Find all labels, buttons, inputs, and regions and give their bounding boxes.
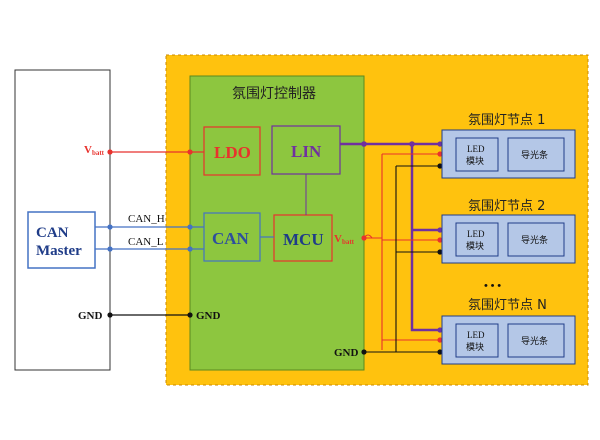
node-2-led-box bbox=[455, 222, 499, 257]
nodes-ellipsis: • • • bbox=[484, 280, 501, 292]
gnd-dot-left bbox=[107, 312, 113, 318]
mcu-block bbox=[273, 214, 333, 262]
node-1-guide-box bbox=[507, 137, 565, 172]
node-1-led-line2: 模块 bbox=[466, 155, 484, 167]
node-n-led-line2: 模块 bbox=[466, 341, 484, 353]
vbatt-label-main: V bbox=[84, 144, 92, 156]
can-l-dot-left bbox=[107, 246, 113, 252]
can-l-label: CAN_L bbox=[128, 236, 164, 248]
node-1-led-box bbox=[455, 137, 499, 172]
gnd-left-label: GND bbox=[78, 310, 103, 322]
node-n-guide-box bbox=[507, 323, 565, 358]
node-2-guide-box bbox=[507, 222, 565, 257]
vbatt-label: Vbatt bbox=[84, 144, 105, 157]
can-master-box bbox=[27, 211, 96, 269]
node-connection-dots bbox=[437, 141, 443, 355]
mcu-label: MCU bbox=[283, 230, 324, 249]
node-2-led-line1: LED bbox=[467, 229, 485, 239]
vbatt-ctrl-label-sub: batt bbox=[342, 238, 355, 246]
can-l-dot-right bbox=[187, 246, 193, 252]
node-n-led-line1: LED bbox=[467, 330, 485, 340]
can-h-label: CAN_H bbox=[128, 213, 165, 225]
node-2-title: 氛围灯节点 2 bbox=[468, 199, 545, 214]
vbatt-bus-dot bbox=[361, 235, 367, 241]
lin-bus-dot-2 bbox=[409, 141, 415, 147]
gnd-ctrl-label: GND bbox=[196, 310, 221, 322]
can-master-label-line2: Master bbox=[36, 243, 82, 259]
node-2-guide: 导光条 bbox=[521, 234, 548, 246]
vbatt-dot-left bbox=[107, 149, 113, 155]
ldo-label: LDO bbox=[214, 143, 251, 162]
can-h-dot-left bbox=[107, 224, 113, 230]
node-n-guide: 导光条 bbox=[521, 335, 548, 347]
vbatt-ctrl-label-main: V bbox=[334, 233, 342, 245]
can-h-dot-right bbox=[187, 224, 193, 230]
node-1-led-line1: LED bbox=[467, 144, 485, 154]
vbatt-label-sub: batt bbox=[92, 149, 105, 157]
gnd-right-label: GND bbox=[334, 347, 359, 359]
lin-bus-dot-1 bbox=[361, 141, 367, 147]
lin-label: LIN bbox=[291, 142, 322, 161]
vbatt-ctrl-label: Vbatt bbox=[334, 233, 355, 246]
node-2-led-line2: 模块 bbox=[466, 240, 484, 252]
gnd-dot-right bbox=[187, 312, 193, 318]
lin-bus bbox=[340, 142, 440, 332]
can-block-label: CAN bbox=[212, 229, 250, 248]
gnd-bus bbox=[364, 165, 440, 353]
controller-box bbox=[189, 75, 365, 371]
ldo-block bbox=[203, 126, 261, 176]
controller-title: 氛围灯控制器 bbox=[232, 86, 316, 102]
node-n-led-box bbox=[455, 323, 499, 358]
node-n-title: 氛围灯节点 N bbox=[468, 298, 547, 313]
vbatt-dot-right bbox=[187, 149, 193, 155]
node-1-title: 氛围灯节点 1 bbox=[468, 113, 545, 128]
can-master-label-line1: CAN bbox=[36, 225, 69, 241]
node-1-guide: 导光条 bbox=[521, 149, 548, 161]
gnd-bus-dot bbox=[361, 349, 367, 355]
